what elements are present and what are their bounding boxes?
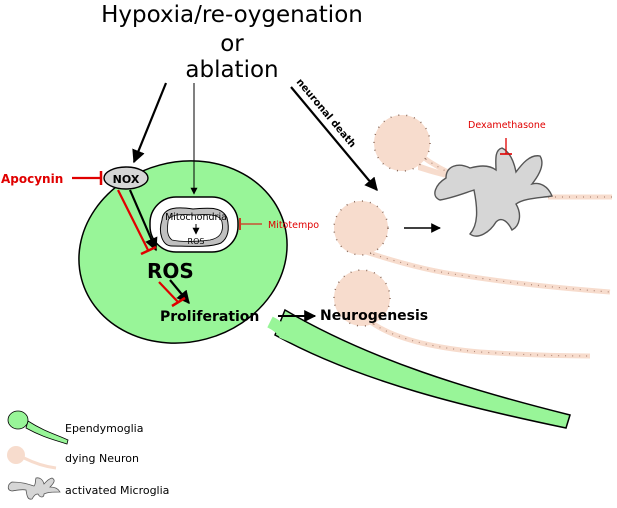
title-line-3: ablation (185, 57, 278, 83)
dying-neuron-middle (333, 200, 389, 256)
inhibit-nox-bar (140, 245, 157, 256)
arrow-stimulus-to-nox (132, 82, 168, 164)
dying-neuron-top (373, 114, 431, 172)
dying-neuron-icon (7, 446, 57, 470)
proliferation-label: Proliferation (160, 309, 259, 325)
arrow-ros-to-proliferation (169, 279, 190, 305)
legend-label-microglia: activated Microglia (65, 484, 169, 497)
ros-label: ROS (147, 259, 194, 283)
dexamethasone-label: Dexamethasone (468, 120, 546, 131)
inhibit-nox-line (117, 189, 149, 251)
mito-ros-label: ROS (188, 237, 205, 246)
neurogenesis-label: Neurogenesis (320, 308, 428, 324)
nox-enzyme (103, 166, 149, 190)
inhibit-ros-bar (171, 296, 186, 308)
legend: Ependymoglia dying Neuron activated Micr… (7, 410, 169, 500)
mitochondria (149, 196, 239, 253)
legend-label-dying-neuron: dying Neuron (65, 452, 139, 465)
legend-label-ependymoglia: Ependymoglia (65, 422, 143, 435)
apocynin-label: Apocynin (1, 172, 63, 186)
arrow-neuronal-death (290, 86, 378, 192)
title-line-1: Hypoxia/re-oygenation (101, 2, 363, 28)
nox-label: NOX (113, 173, 140, 186)
mitochondria-label: Mitochondria (165, 212, 227, 223)
inhibit-ros-line (158, 281, 179, 303)
mitotempo-label: Mitotempo (268, 220, 319, 231)
neuronal-death-label: neuronal death (294, 77, 358, 150)
microglia-icon (7, 477, 61, 500)
ependymoglia-icon (7, 410, 69, 445)
arrow-nox-to-ros (128, 189, 158, 252)
title-line-2: or (220, 31, 244, 57)
dying-neuron-bottom (333, 269, 391, 327)
activated-microglia (434, 147, 553, 237)
